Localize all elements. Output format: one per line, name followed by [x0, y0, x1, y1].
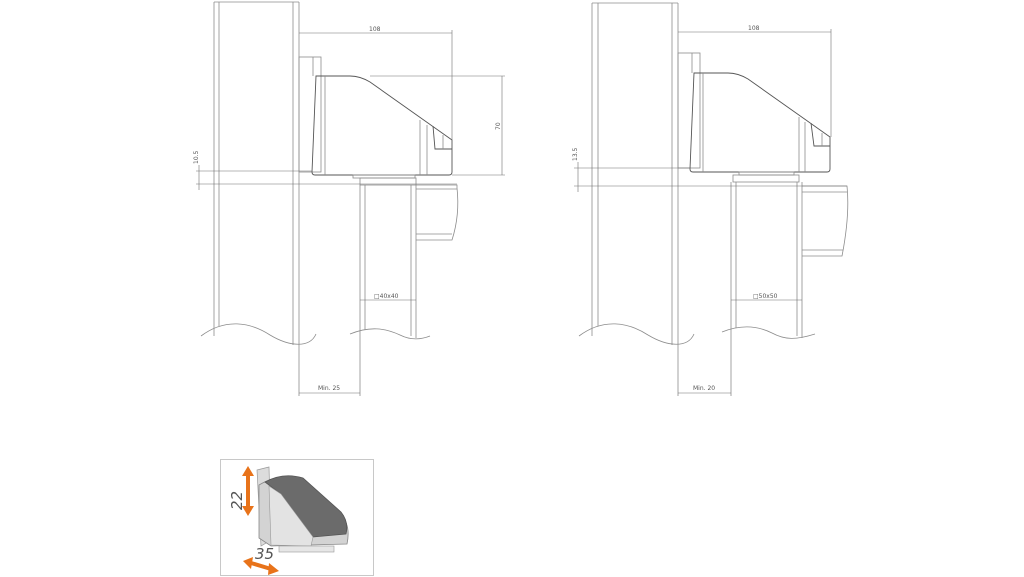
- drawing-left: 108 70 10.5 □40x40 Min. 25: [193, 1, 505, 396]
- dim-width-label: 108: [369, 26, 381, 33]
- horizontal-adjust-arrow-icon: [243, 557, 279, 575]
- device-render: 22 35: [228, 466, 349, 575]
- dim-offset-label: 13.5: [572, 147, 579, 161]
- dim-width-label: 108: [748, 25, 760, 32]
- drawing-right: 108 13.5 □50x50 Min. 20: [572, 2, 849, 396]
- dim-offset-label: 10.5: [193, 150, 200, 164]
- dim-min-label: Min. 20: [693, 385, 715, 392]
- horizontal-adjust-label: 35: [255, 545, 274, 563]
- adjustment-photo: 22 35: [220, 459, 374, 576]
- post-size-label: □40x40: [374, 293, 399, 300]
- dim-min-label: Min. 25: [318, 385, 340, 392]
- vertical-adjust-label: 22: [228, 491, 246, 510]
- vertical-adjust-arrow-icon: [242, 466, 254, 516]
- post-size-label: □50x50: [753, 293, 778, 300]
- dim-height-label: 70: [495, 122, 502, 130]
